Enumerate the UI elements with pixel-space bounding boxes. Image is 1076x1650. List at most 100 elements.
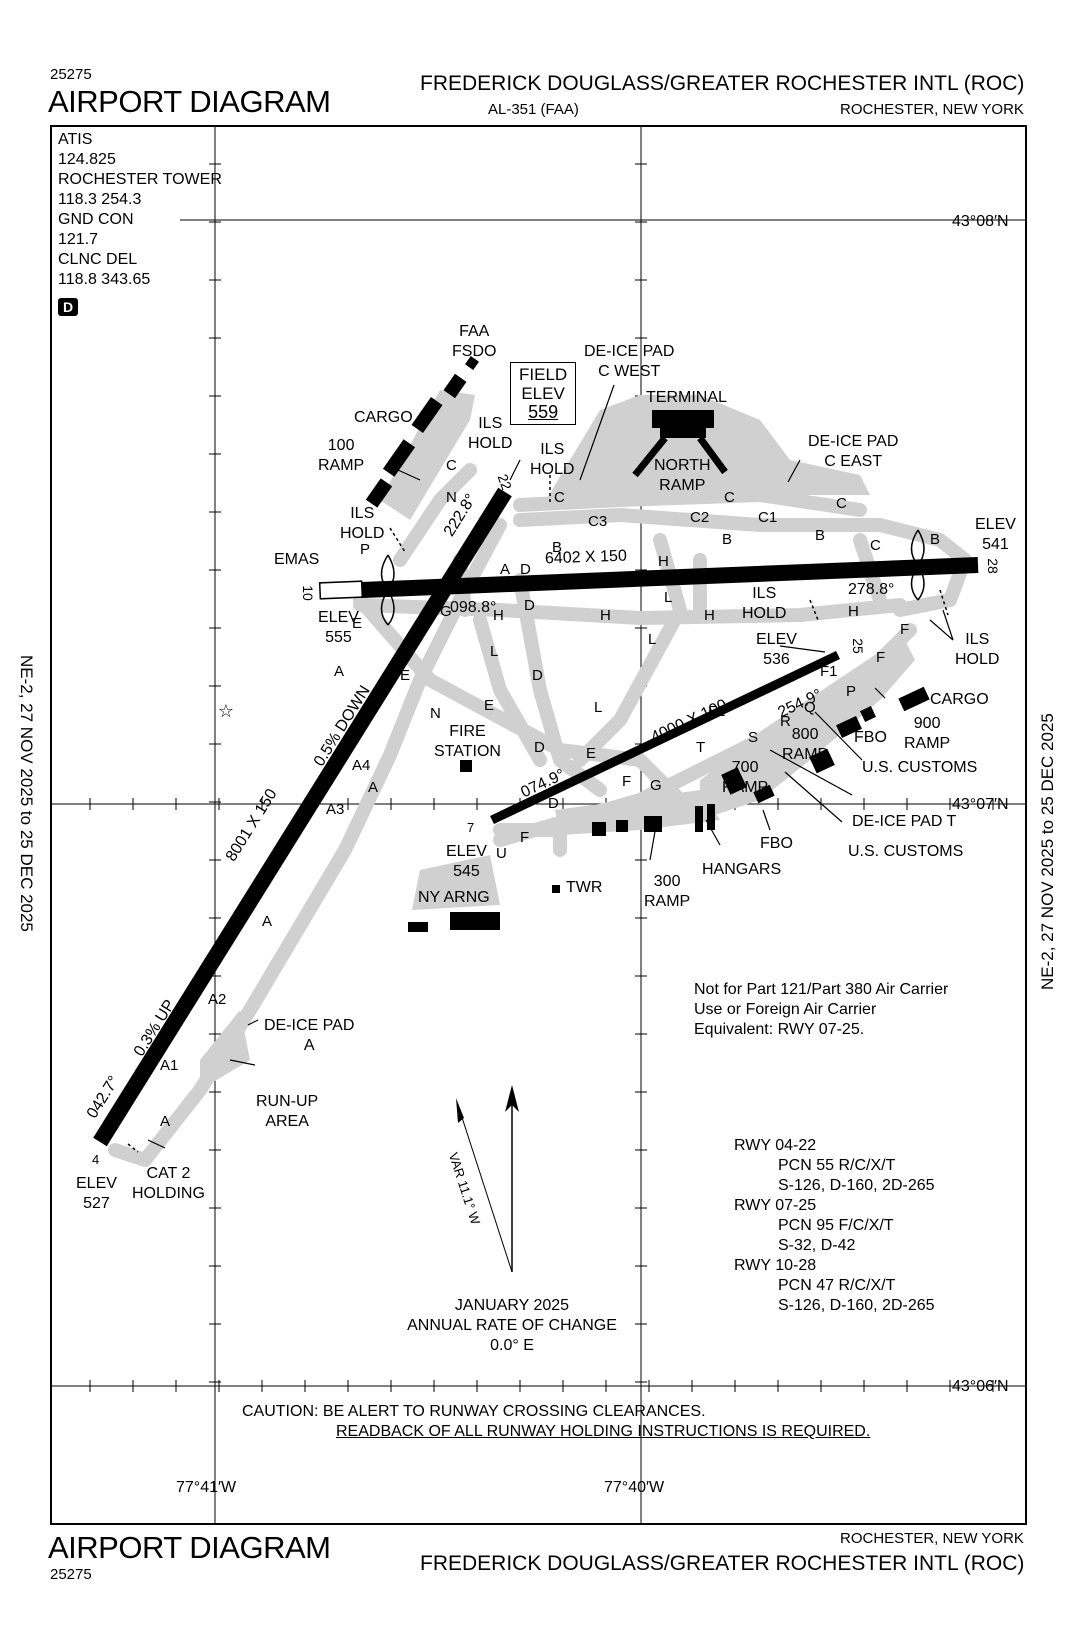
taxiway-label: A: [334, 663, 345, 680]
taxiway-label: A2: [208, 991, 227, 1008]
location: ROCHESTER, NEW YORK: [840, 101, 1024, 118]
taxiway-label: D: [548, 795, 559, 812]
freq-atis: 124.825: [58, 151, 116, 168]
airport-name: FREDERICK DOUGLASS/GREATER ROCHESTER INT…: [420, 72, 1025, 95]
freq-tower-label: ROCHESTER TOWER: [58, 171, 222, 188]
freq-tower: 118.3 254.3: [58, 191, 142, 208]
taxiway-label: F1: [820, 663, 838, 680]
taxiway-label: H: [600, 607, 611, 624]
taxiway-label: A: [262, 913, 273, 930]
taxiway-label: P: [846, 683, 857, 700]
rwy-28-end: 28: [984, 558, 1001, 574]
taxiway-label: B: [815, 527, 826, 544]
label-fbo-b: FBO: [760, 835, 793, 852]
taxiway-label: D: [534, 739, 545, 756]
taxiway-label: H: [848, 603, 859, 620]
runway-04-22: [93, 487, 512, 1147]
buildings: [365, 356, 930, 932]
taxiway-label: R: [780, 713, 791, 730]
taxiway-label: C: [870, 537, 881, 554]
taxiway-label: B: [722, 531, 733, 548]
field-elevation-box: FIELD ELEV 559: [510, 362, 577, 425]
taxiway-label: A: [500, 561, 511, 578]
caution-line-2: READBACK OF ALL RUNWAY HOLDING INSTRUCTI…: [336, 1423, 871, 1440]
taxiway-label: A: [368, 779, 379, 796]
taxiway-label: D: [532, 667, 543, 684]
taxiway-label: A: [160, 1113, 171, 1130]
runway-10-28: [361, 557, 979, 598]
taxiway-label: Q: [804, 699, 816, 716]
freq-gnd-label: GND CON: [58, 211, 134, 228]
footer-airport-name: FREDERICK DOUGLASS/GREATER ROCHESTER INT…: [420, 1552, 1025, 1575]
taxiway-label: C2: [690, 509, 710, 526]
taxiway-label: D: [520, 561, 531, 578]
taxiway-label: E: [586, 745, 597, 762]
taxiway-label: U: [496, 845, 507, 862]
taxiway-label: F: [876, 649, 886, 666]
rwy-07-end: 7: [467, 820, 475, 835]
label-emas: EMAS: [274, 551, 320, 568]
taxiway-label: C: [724, 489, 735, 506]
taxiway-label: A4: [352, 757, 371, 774]
rwy-10-end: 10: [299, 585, 316, 601]
taxiway-label: H: [493, 607, 504, 624]
diagram-frame: [50, 125, 1027, 1525]
footer-location: ROCHESTER, NEW YORK: [840, 1530, 1024, 1547]
north-arrows: [456, 1085, 519, 1273]
taxiway-label: N: [446, 489, 457, 506]
rwy-28-hdg: 278.8°: [848, 581, 895, 598]
taxiway-label: F: [900, 621, 910, 638]
taxiway-label: H: [704, 607, 715, 624]
page-title: AIRPORT DIAGRAM: [48, 84, 331, 119]
footer-chart-number: 25275: [50, 1566, 92, 1583]
footer-title: AIRPORT DIAGRAM: [48, 1530, 331, 1565]
label-deice-t: DE-ICE PAD T: [852, 813, 957, 830]
leader-lines: [147, 384, 954, 1149]
label-hangars: HANGARS: [702, 861, 782, 878]
taxiway-label: C: [446, 457, 457, 474]
freq-clnc: 118.8 343.65: [58, 271, 151, 288]
taxiway-label: E: [352, 615, 363, 632]
taxiway-label: G: [440, 603, 452, 620]
caution-line-1: CAUTION: BE ALERT TO RUNWAY CROSSING CLE…: [242, 1403, 706, 1420]
lon-right: 77°40′W: [604, 1479, 665, 1496]
taxiway-label: B: [552, 539, 563, 556]
label-cargo-nw: CARGO: [354, 409, 413, 426]
lon-left: 77°41′W: [176, 1479, 237, 1496]
taxiway-label: C1: [758, 509, 778, 526]
taxiway-label: B: [930, 531, 941, 548]
label-terminal: TERMINAL: [646, 389, 727, 406]
label-twr: TWR: [566, 879, 603, 896]
runways: [93, 487, 979, 1147]
emas-area: [318, 580, 364, 600]
label-us-customs-b: U.S. CUSTOMS: [848, 843, 964, 860]
taxiway-label: S: [748, 729, 759, 746]
beacon-icon: ☆: [218, 701, 234, 722]
chart-number: 25275: [50, 66, 92, 83]
ils-critical-areas: [380, 529, 925, 626]
taxiway-label: A1: [160, 1057, 179, 1074]
rwy-04-end: 4: [92, 1152, 100, 1167]
taxiway-label: C: [836, 495, 847, 512]
taxiway-label: C: [554, 489, 565, 506]
rwy-25-end: 25: [849, 638, 866, 654]
